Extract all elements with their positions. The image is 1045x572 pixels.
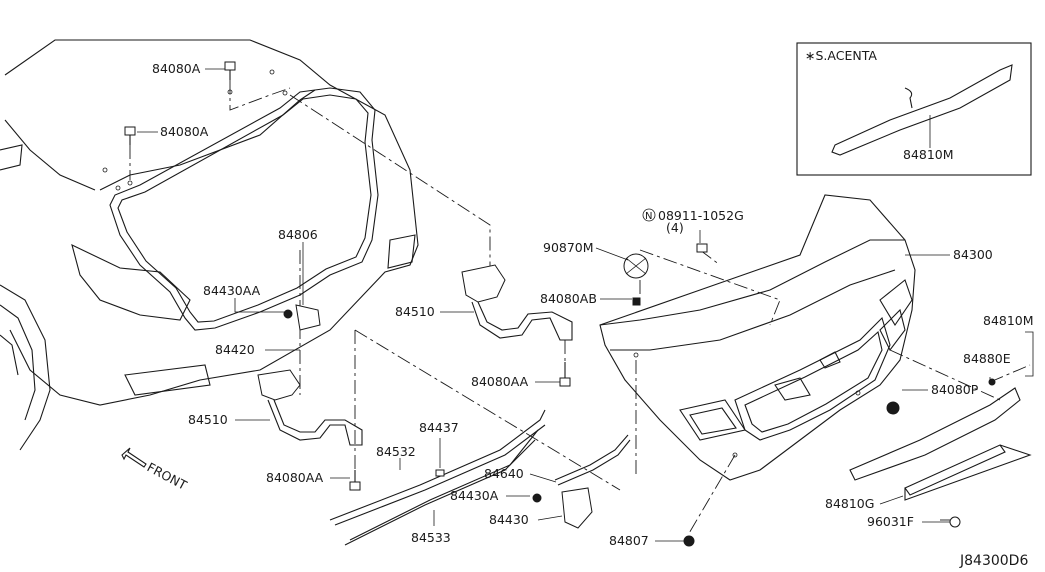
label-96031f: 96031F bbox=[867, 514, 914, 529]
molding-84810g bbox=[904, 444, 1032, 501]
label-84510-left: 84510 bbox=[188, 412, 228, 427]
label-n: N bbox=[645, 211, 652, 222]
inset-part-label: 84810M bbox=[903, 147, 954, 162]
label-84080a-top: 84080A bbox=[152, 61, 201, 76]
nut-08911 bbox=[696, 243, 708, 253]
hinge-84510-mid bbox=[461, 264, 573, 387]
label-84810m-right: 84810M bbox=[983, 313, 1034, 328]
diagram-id: J84300D6 bbox=[959, 553, 1028, 569]
label-84080a-mid: 84080A bbox=[160, 124, 209, 139]
bolt-84080a-mid bbox=[124, 126, 136, 145]
callout-leaders bbox=[137, 68, 1034, 542]
label-84080aa-mid: 84080AA bbox=[471, 374, 529, 389]
vehicle-body bbox=[0, 39, 419, 451]
label-84810g: 84810G bbox=[825, 496, 874, 511]
label-84080aa-left: 84080AA bbox=[266, 470, 324, 485]
label-08911: 08911-1052G bbox=[658, 208, 744, 223]
bolt-84080a-top bbox=[224, 61, 236, 80]
cable-84640 bbox=[554, 434, 631, 486]
inset-box: ∗S.ACENTA 84810M bbox=[796, 42, 1032, 176]
label-84437: 84437 bbox=[419, 420, 459, 435]
label-90870m: 90870M bbox=[543, 240, 594, 255]
label-84640: 84640 bbox=[484, 466, 524, 481]
label-84420: 84420 bbox=[215, 342, 255, 357]
front-arrow: FRONT bbox=[121, 447, 190, 493]
inset-title: ∗S.ACENTA bbox=[805, 48, 877, 63]
label-84430: 84430 bbox=[489, 512, 529, 527]
dashed-leaders bbox=[129, 80, 1031, 536]
label-84430a: 84430A bbox=[450, 488, 499, 503]
label-84806: 84806 bbox=[278, 227, 318, 242]
grommet-90870m bbox=[623, 253, 649, 306]
callout-labels: 84080A 84080A 84806 84430AA 84420 84510 … bbox=[152, 61, 1034, 548]
n-symbol bbox=[642, 208, 656, 222]
clip-96031f bbox=[949, 516, 961, 528]
lock-84430 bbox=[532, 487, 593, 529]
hinge-84510-left bbox=[257, 369, 363, 491]
label-84300: 84300 bbox=[953, 247, 993, 262]
grommet-84080p bbox=[886, 401, 900, 415]
bumper-84807 bbox=[683, 535, 695, 547]
label-84532: 84532 bbox=[376, 444, 416, 459]
finisher-84810m bbox=[849, 378, 1021, 481]
label-84510-mid: 84510 bbox=[395, 304, 435, 319]
parts bbox=[124, 61, 1032, 547]
label-84880e: 84880E bbox=[963, 351, 1011, 366]
striker-84806 bbox=[283, 304, 321, 331]
label-08911-qty: (4) bbox=[666, 220, 684, 235]
cables-84532-84533 bbox=[329, 409, 546, 546]
label-84430aa: 84430AA bbox=[203, 283, 261, 298]
trunk-lid bbox=[599, 194, 916, 481]
front-label: FRONT bbox=[145, 459, 190, 492]
label-84807: 84807 bbox=[609, 533, 649, 548]
label-84080ab: 84080AB bbox=[540, 291, 597, 306]
label-84080p: 84080P bbox=[931, 382, 979, 397]
label-84533: 84533 bbox=[411, 530, 451, 545]
